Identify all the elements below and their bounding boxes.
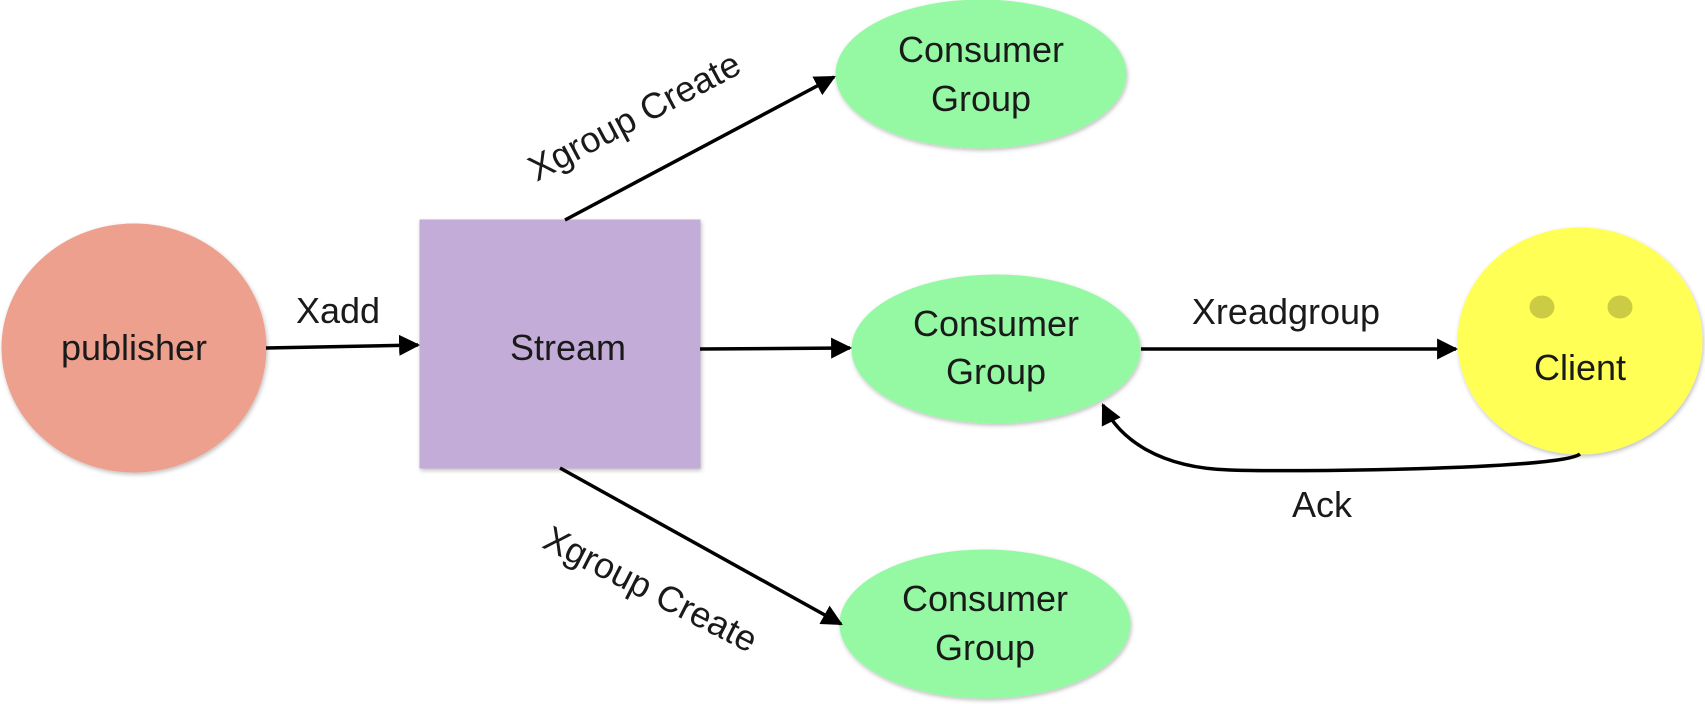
consumer-group-top-label-line1: Consumer — [898, 29, 1064, 70]
consumer-group-middle-label-line2: Group — [946, 351, 1046, 392]
client-node: Client — [1457, 227, 1703, 455]
client-left-eye-icon — [1529, 295, 1555, 319]
consumer-group-bottom-shape — [839, 549, 1131, 699]
edge-xreadgroup: Xreadgroup — [1141, 291, 1459, 360]
publisher-label: publisher — [61, 327, 207, 368]
publisher-node: publisher — [1, 223, 267, 473]
edge-stream-to-group-middle — [699, 337, 853, 359]
edge-xadd-line — [265, 334, 421, 356]
edge-xgroup-create-bottom-label: Xgroup Create — [537, 517, 764, 660]
edge-ack-label: Ack — [1292, 484, 1353, 525]
consumer-group-top-node: Consumer Group — [835, 0, 1127, 149]
edge-xgroup-create-top: Xgroup Create — [521, 43, 836, 222]
consumer-group-top-label-line2: Group — [931, 78, 1031, 119]
edge-xreadgroup-label: Xreadgroup — [1192, 291, 1380, 332]
consumer-group-bottom-label-line1: Consumer — [902, 578, 1068, 619]
consumer-group-bottom-label-line2: Group — [935, 627, 1035, 668]
stream-node: Stream — [419, 219, 701, 469]
stream-shape — [419, 219, 701, 469]
client-shape — [1457, 227, 1703, 455]
consumer-group-bottom-node: Consumer Group — [839, 549, 1131, 699]
consumer-group-middle-node: Consumer Group — [851, 274, 1141, 424]
client-right-eye-icon — [1607, 295, 1633, 319]
consumer-group-middle-label-line1: Consumer — [913, 303, 1079, 344]
client-label: Client — [1534, 347, 1626, 388]
edge-stream-to-group-middle-line — [699, 337, 853, 359]
edge-xadd-label: Xadd — [296, 290, 380, 331]
edge-xgroup-create-top-line — [564, 75, 836, 222]
edge-xadd: Xadd — [265, 290, 421, 356]
consumer-group-top-shape — [835, 0, 1127, 149]
edge-ack-path — [1101, 403, 1582, 473]
edge-xgroup-create-bottom: Xgroup Create — [537, 466, 843, 660]
consumer-group-middle-shape — [851, 274, 1141, 424]
edge-xgroup-create-bottom-line — [559, 466, 843, 626]
stream-label: Stream — [510, 327, 626, 368]
edge-xgroup-create-top-label: Xgroup Create — [521, 43, 747, 189]
edge-ack: Ack — [1101, 403, 1582, 525]
